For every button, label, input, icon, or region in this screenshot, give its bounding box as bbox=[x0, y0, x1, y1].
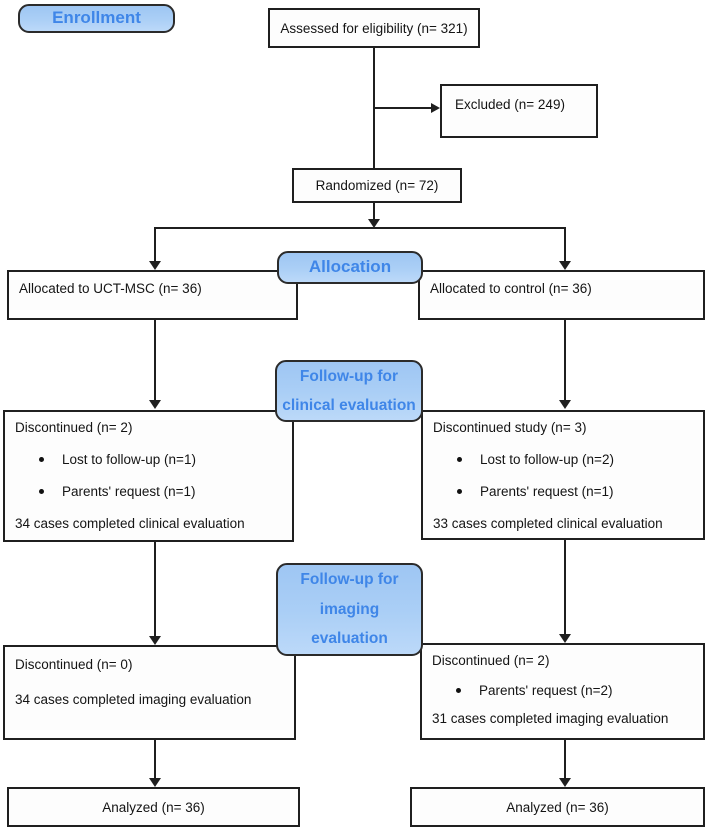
followup-imaging-badge-line: Follow-up for bbox=[300, 571, 399, 589]
followup-imaging-right-box: Discontinued (n= 2) Parents' request (n=… bbox=[420, 643, 705, 740]
arrowhead-excluded bbox=[431, 103, 440, 113]
followup-clinical-badge-line: Follow-up for bbox=[299, 367, 399, 385]
followup-imaging-left-box: Discontinued (n= 0) 34 cases completed i… bbox=[3, 645, 296, 740]
followup-clinical-left-box: Discontinued (n= 2) Lost to follow-up (n… bbox=[3, 410, 294, 542]
completed-label: 31 cases completed imaging evaluation bbox=[432, 711, 669, 726]
arrowhead-alloc-left bbox=[149, 261, 161, 270]
bullet-icon bbox=[39, 457, 44, 462]
connector-split-horizontal bbox=[154, 227, 566, 229]
excluded-box: Excluded (n= 249) bbox=[440, 84, 598, 138]
arrowhead-alloc-right bbox=[559, 261, 571, 270]
bullet-label: Parents' request (n=2) bbox=[479, 683, 613, 698]
analyzed-left-label: Analyzed (n= 36) bbox=[102, 799, 205, 815]
connector-to-excluded bbox=[374, 107, 431, 109]
bullet-label: Parents' request (n=1) bbox=[62, 484, 196, 499]
list-item: Parents' request (n=2) bbox=[456, 683, 695, 698]
followup-clinical-badge: Follow-up for clinical evaluation bbox=[275, 360, 423, 422]
allocated-uct-msc-box: Allocated to UCT-MSC (n= 36) bbox=[7, 270, 298, 320]
discontinued-title: Discontinued (n= 0) bbox=[15, 657, 133, 672]
excluded-label: Excluded (n= 249) bbox=[455, 97, 565, 112]
bullet-icon bbox=[457, 489, 462, 494]
bullet-icon bbox=[456, 688, 461, 693]
connector-alloc-to-fu1-left bbox=[154, 320, 156, 400]
completed-label: 34 cases completed clinical evaluation bbox=[15, 516, 245, 531]
connector-fu1-to-fu2-right bbox=[564, 540, 566, 634]
analyzed-right-label: Analyzed (n= 36) bbox=[506, 799, 609, 815]
allocated-control-label: Allocated to control (n= 36) bbox=[430, 281, 592, 296]
followup-imaging-badge-line: evaluation bbox=[311, 630, 388, 648]
connector-fu2-to-analyzed-right bbox=[564, 740, 566, 778]
arrowhead-fu2-right bbox=[559, 634, 571, 643]
arrowhead-analyzed-right bbox=[559, 778, 571, 787]
analyzed-right-box: Analyzed (n= 36) bbox=[410, 787, 705, 827]
allocation-badge-label: Allocation bbox=[308, 257, 392, 277]
randomized-box: Randomized (n= 72) bbox=[292, 168, 462, 203]
enrollment-badge-label: Enrollment bbox=[52, 8, 141, 28]
allocated-control-box: Allocated to control (n= 36) bbox=[418, 270, 705, 320]
connector-alloc-to-fu1-right bbox=[564, 320, 566, 400]
randomized-label: Randomized (n= 72) bbox=[315, 178, 439, 193]
arrowhead-fu2-left bbox=[149, 636, 161, 645]
list-item: Lost to follow-up (n=2) bbox=[457, 452, 695, 467]
allocated-uct-msc-label: Allocated to UCT-MSC (n= 36) bbox=[19, 281, 202, 296]
arrowhead-fu1-left bbox=[149, 400, 161, 409]
followup-clinical-badge-line: clinical evaluation bbox=[282, 397, 416, 414]
completed-label: 34 cases completed imaging evaluation bbox=[15, 692, 252, 707]
completed-label: 33 cases completed clinical evaluation bbox=[433, 516, 663, 531]
discontinued-title: Discontinued (n= 2) bbox=[432, 653, 550, 668]
followup-clinical-right-box: Discontinued study (n= 3) Lost to follow… bbox=[421, 410, 705, 540]
discontinued-title: Discontinued study (n= 3) bbox=[433, 420, 587, 435]
connector-randomized-down bbox=[373, 203, 375, 220]
connector-split-right bbox=[564, 228, 566, 261]
arrowhead-fu1-right bbox=[559, 400, 571, 409]
bullet-icon bbox=[39, 489, 44, 494]
arrowhead-analyzed-left bbox=[149, 778, 161, 787]
list-item: Parents' request (n=1) bbox=[39, 484, 284, 499]
followup-imaging-badge: Follow-up for imaging evaluation bbox=[276, 563, 423, 656]
enrollment-badge: Enrollment bbox=[18, 4, 175, 33]
bullet-label: Lost to follow-up (n=1) bbox=[62, 452, 196, 467]
discontinued-title: Discontinued (n= 2) bbox=[15, 420, 133, 435]
connector-fu1-to-fu2-left bbox=[154, 542, 156, 636]
assessed-box: Assessed for eligibility (n= 321) bbox=[268, 8, 480, 48]
bullet-label: Parents' request (n=1) bbox=[480, 484, 614, 499]
allocation-badge: Allocation bbox=[277, 251, 423, 284]
assessed-label: Assessed for eligibility (n= 321) bbox=[280, 20, 468, 36]
bullet-label: Lost to follow-up (n=2) bbox=[480, 452, 614, 467]
list-item: Lost to follow-up (n=1) bbox=[39, 452, 284, 467]
followup-imaging-badge-line: imaging bbox=[319, 600, 380, 618]
analyzed-left-box: Analyzed (n= 36) bbox=[7, 787, 300, 827]
arrowhead-split bbox=[368, 219, 380, 228]
connector-split-left bbox=[154, 228, 156, 261]
connector-fu2-to-analyzed-left bbox=[154, 740, 156, 778]
list-item: Parents' request (n=1) bbox=[457, 484, 695, 499]
bullet-icon bbox=[457, 457, 462, 462]
